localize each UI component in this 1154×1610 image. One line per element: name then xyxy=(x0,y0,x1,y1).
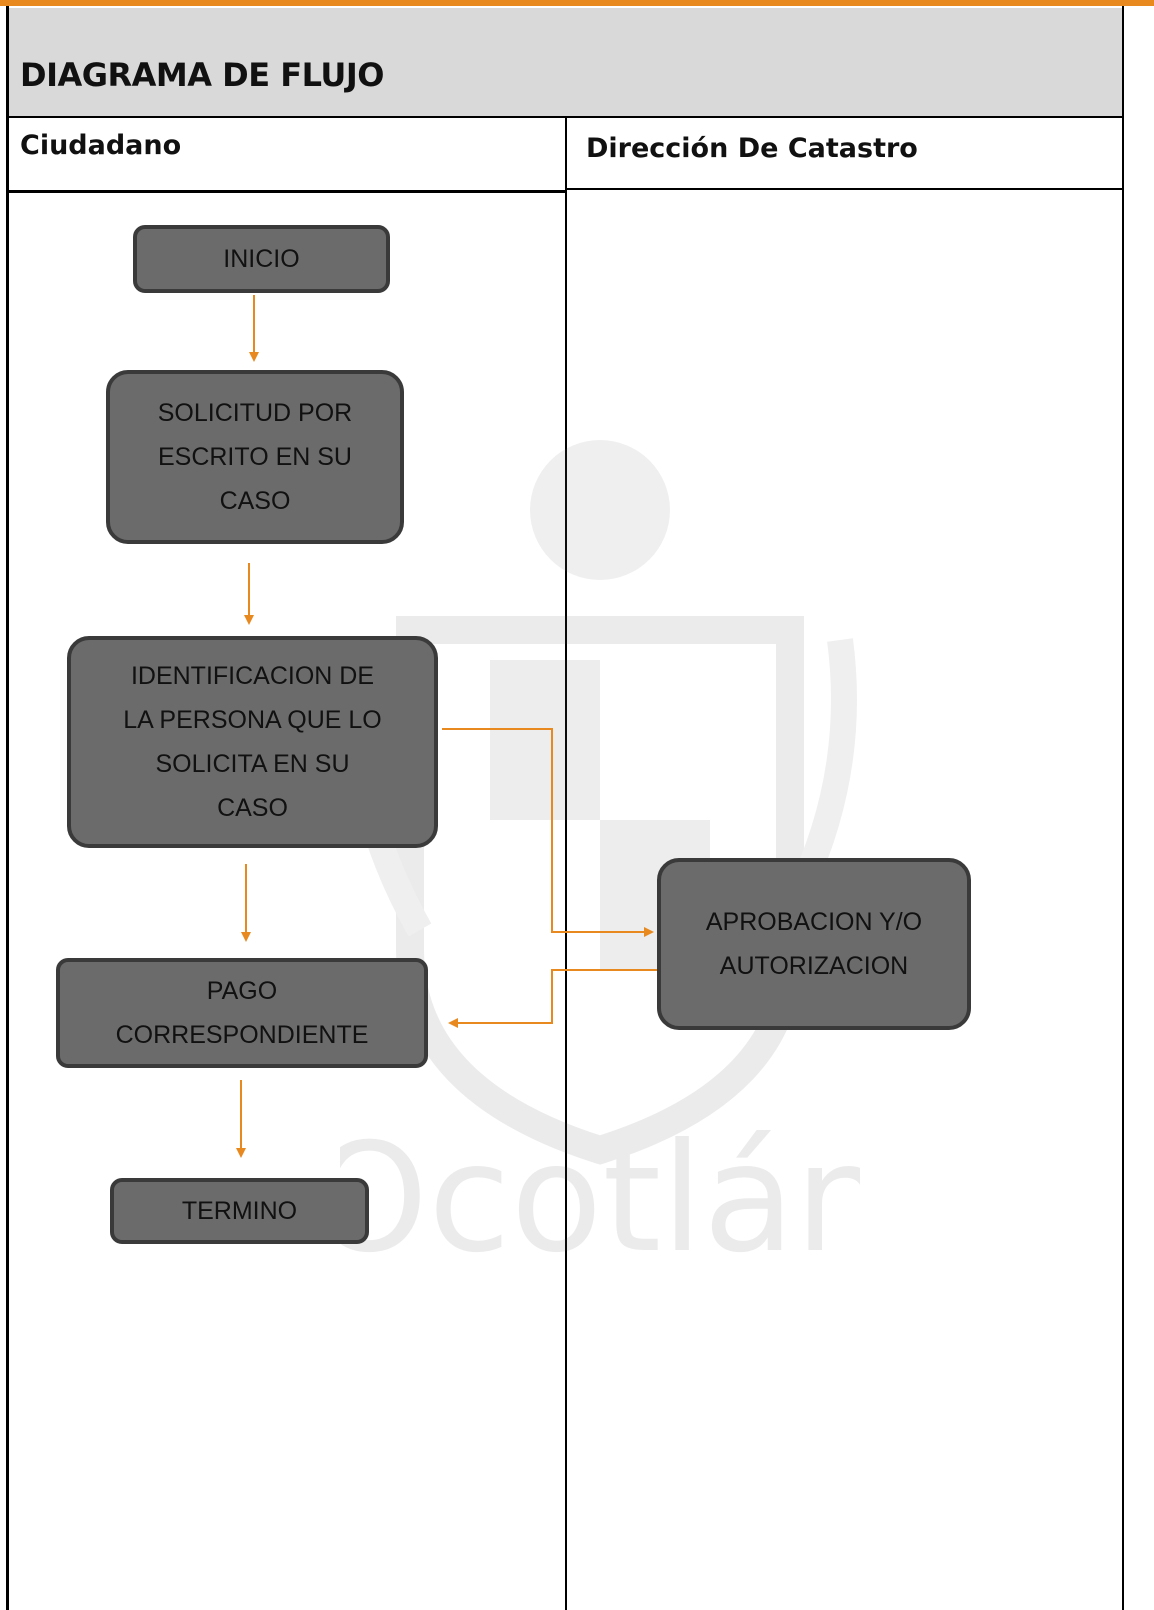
right-border xyxy=(1122,6,1124,1610)
diagram-title: DIAGRAMA DE FLUJO xyxy=(20,56,384,94)
header-divider-left xyxy=(6,190,566,193)
arrow-aprobacion-pago xyxy=(448,969,657,1028)
node-termino: TERMINO xyxy=(110,1178,369,1244)
node-inicio: INICIO xyxy=(133,225,390,293)
lane-header-catastro: Dirección De Catastro xyxy=(586,133,918,164)
watermark-text: Ocotlán xyxy=(340,1112,860,1286)
title-band xyxy=(8,8,1124,116)
lane-header-ciudadano: Ciudadano xyxy=(20,130,182,161)
top-accent-rule xyxy=(0,0,1154,6)
header-divider-right xyxy=(566,188,1124,190)
node-solicitud: SOLICITUD POR ESCRITO EN SU CASO xyxy=(106,370,404,544)
left-border xyxy=(6,6,9,1610)
node-identificacion: IDENTIFICACION DE LA PERSONA QUE LO SOLI… xyxy=(67,636,438,848)
node-pago: PAGO CORRESPONDIENTE xyxy=(56,958,428,1068)
lane-divider xyxy=(565,116,567,1610)
node-aprobacion: APROBACION Y/O AUTORIZACION xyxy=(657,858,971,1030)
arrow-identificacion-aprobacion xyxy=(442,728,654,937)
coat-of-arms-watermark: Ocotlán xyxy=(340,440,860,1286)
